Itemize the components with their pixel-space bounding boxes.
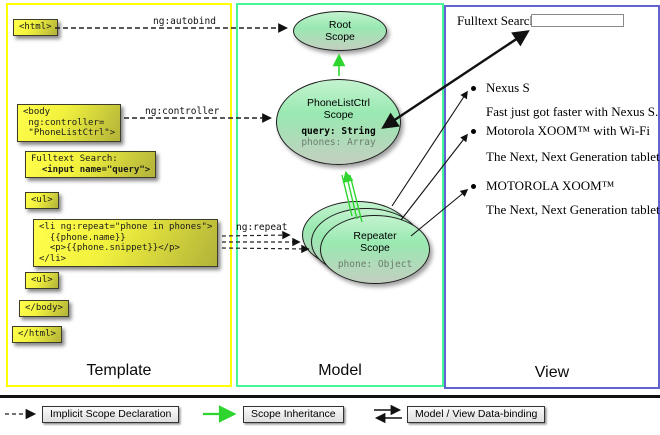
ng-controller-label: ng:controller [145, 106, 220, 117]
code-text: <body [23, 107, 51, 117]
view-item-title: Motorola XOOM™ with Wi-Fi [486, 123, 651, 138]
code-text: Fulltext Search: [31, 154, 118, 164]
legend-separator [0, 395, 660, 398]
fulltext-search-input[interactable] [531, 14, 624, 27]
code-text: <ul> [31, 275, 53, 285]
code-text: <ul> [31, 195, 53, 205]
view-panel-label: View [534, 364, 570, 381]
code-text: <input name="query"> [31, 164, 151, 175]
view-item-desc: Fast just got faster with Nexus S. [486, 104, 659, 119]
view-item-title: MOTOROLA XOOM™ [486, 178, 615, 193]
list-bullet [471, 129, 476, 134]
ng-autobind-label: ng:autobind [153, 16, 216, 27]
scope-name: Scope [360, 241, 390, 254]
view-item-title: Nexus S [486, 80, 530, 95]
code-text: <p>{{phone.snippet}}</p> [39, 243, 180, 253]
list-bullet [471, 86, 476, 91]
code-text: <li ng:repeat="phone in phones"> [39, 222, 213, 232]
list-bullet [471, 184, 476, 189]
query-prop: query: String [301, 125, 376, 137]
view-item-desc: The Next, Next Generation tablet. [486, 202, 660, 217]
body-open-tag-box: <body ng:controller= "PhoneListCtrl"> [17, 104, 122, 142]
scope-name: Scope [323, 108, 354, 121]
template-panel-label: Template [86, 362, 152, 379]
ul-open-box-1: <ul> [25, 192, 59, 209]
legend-implicit-label: Implicit Scope Declaration [42, 406, 180, 423]
root-scope-ellipse: Root Scope [293, 11, 387, 51]
scope-name: Root [328, 19, 352, 31]
li-repeat-box: <li ng:repeat="phone in phones"> {{phone… [33, 219, 219, 267]
ng-repeat-label: ng:repeat [236, 222, 288, 233]
model-panel: Model [236, 3, 444, 387]
scope-name: Repeater [353, 229, 397, 242]
model-panel-label: Model [318, 362, 362, 379]
fulltext-search-label: Fulltext Search: [457, 13, 540, 28]
scope-name: Scope [325, 31, 355, 43]
code-text: </html> [18, 329, 56, 339]
view-item-desc: The Next, Next Generation tablet. [486, 149, 660, 164]
code-text: </body> [25, 303, 63, 313]
legend-databinding-label: Model / View Data-binding [407, 406, 546, 423]
phone-prop: phone: Object [337, 258, 413, 270]
scope-name: PhoneListCtrl [306, 96, 371, 109]
html-open-tag-box: <html> [13, 19, 58, 36]
code-text: </li> [39, 253, 67, 264]
code-text: {{phone.name}} [39, 232, 126, 243]
html-close-tag-box: </html> [12, 326, 62, 343]
ul-open-box-2: <ul> [25, 272, 59, 289]
phones-prop: phones: Array [301, 136, 376, 148]
view-panel: View [444, 5, 660, 389]
repeater-scope-ellipse-front: Repeater Scope phone: Object [320, 215, 430, 284]
code-text: <html> [19, 22, 52, 32]
code-text: ng:controller= [23, 117, 105, 128]
legend-inheritance-label: Scope Inheritance [243, 406, 344, 423]
phonelistctrl-scope-ellipse: PhoneListCtrl Scope query: String phones… [276, 79, 401, 165]
code-text: "PhoneListCtrl"> [23, 128, 116, 138]
body-close-tag-box: </body> [19, 300, 69, 317]
fulltext-search-template-box: Fulltext Search: <input name="query"> [25, 151, 157, 178]
